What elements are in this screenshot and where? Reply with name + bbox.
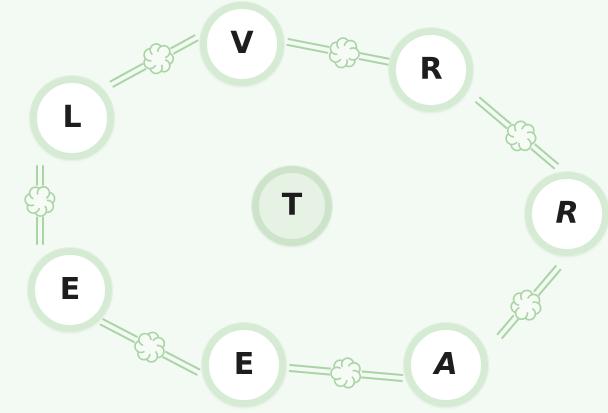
letter-tile-e-left[interactable]: E (28, 248, 112, 332)
ring-letter: V (230, 26, 254, 61)
ring-letter: R (419, 52, 443, 87)
leaf-connector-icon (288, 357, 404, 389)
center-letter: T (281, 188, 303, 223)
leaf-connector-icon (496, 265, 562, 339)
letter-tile-r-right[interactable]: R (525, 172, 608, 256)
letter-tile-e-bottom[interactable]: E (202, 323, 286, 407)
letter-tile-a[interactable]: A (404, 323, 488, 407)
ring-letter: A (434, 347, 458, 382)
ring-letter: R (555, 196, 579, 231)
leaf-connector-icon (286, 37, 392, 69)
leaf-connector-icon (24, 165, 56, 245)
leaf-connector-icon (475, 96, 559, 170)
leaf-connector-icon (109, 34, 199, 88)
letter-tile-r-top[interactable]: R (389, 28, 473, 112)
ring-letter: L (62, 100, 82, 135)
center-letter-tile[interactable]: T (252, 166, 332, 246)
ring-letter: E (233, 347, 255, 382)
ring-letter: E (59, 272, 81, 307)
leaf-connector-icon (99, 318, 201, 376)
letter-tile-l[interactable]: L (30, 76, 114, 160)
letter-tile-v[interactable]: V (200, 2, 284, 86)
